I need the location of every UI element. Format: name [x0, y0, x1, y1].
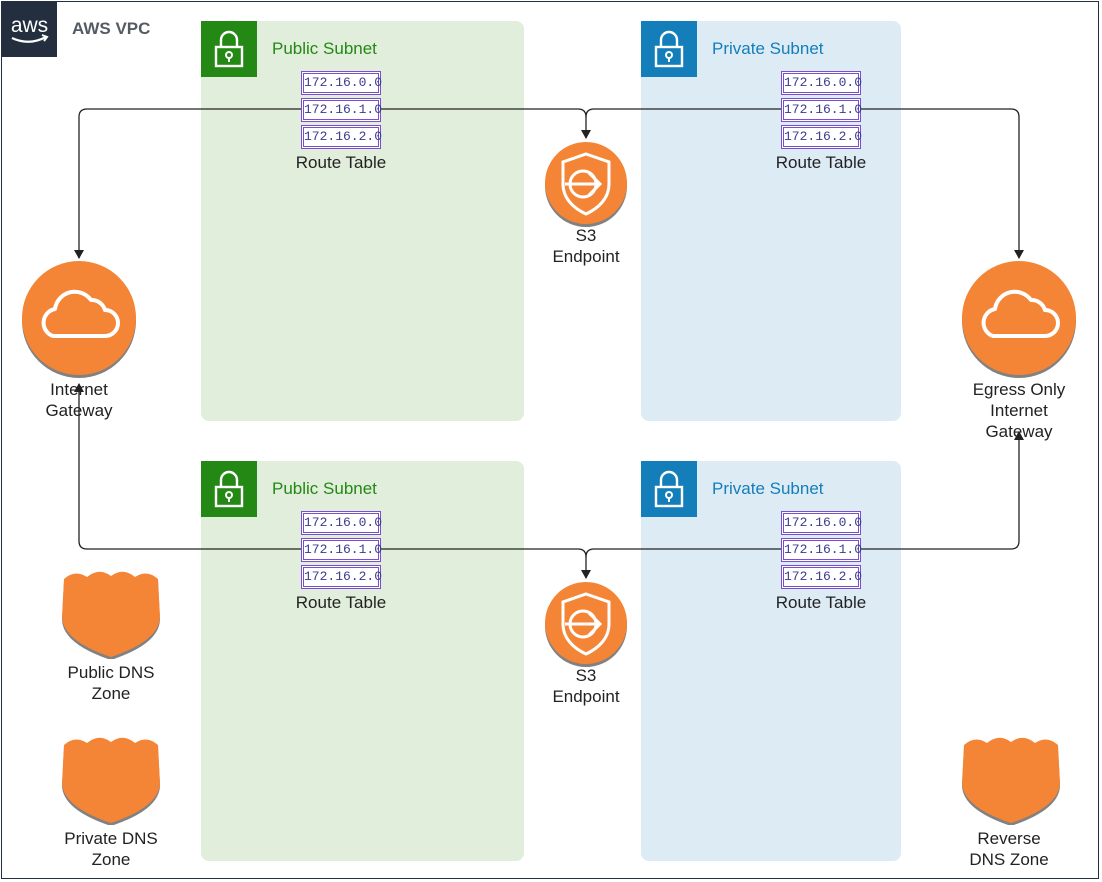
private-subnet-bottom: Private Subnet: [641, 461, 901, 861]
private-dns-zone-icon: [59, 733, 163, 830]
public-dns-zone-icon: [59, 567, 163, 664]
lock-icon: [201, 461, 257, 517]
route-table: 172.16.0.0 172.16.1.0 172.16.2.0 Route T…: [776, 71, 866, 172]
svg-text:aws: aws: [11, 14, 48, 37]
route-table-label: Route Table: [295, 153, 387, 172]
internet-gateway-icon: [21, 260, 137, 383]
egress-gateway-icon: [961, 260, 1077, 383]
lock-icon: [201, 21, 257, 77]
route-entry: 172.16.1.0: [781, 538, 862, 562]
route-table: 172.16.0.0 172.16.1.0 172.16.2.0 Route T…: [296, 71, 386, 172]
subnet-title: Public Subnet: [272, 479, 377, 498]
route-entry: 172.16.1.0: [301, 538, 382, 562]
route-table-label: Route Table: [775, 593, 867, 612]
reverse-dns-zone-icon: [959, 733, 1063, 830]
route-entry: 172.16.0.0: [781, 71, 862, 95]
route-entry: 172.16.0.0: [301, 511, 382, 535]
route-entry: 172.16.0.0: [301, 71, 382, 95]
route-entry: 172.16.2.0: [301, 125, 382, 149]
route-table: 172.16.0.0 172.16.1.0 172.16.2.0 Route T…: [776, 511, 866, 612]
route-table-label: Route Table: [775, 153, 867, 172]
subnet-title: Private Subnet: [712, 479, 824, 498]
lock-icon: [641, 21, 697, 77]
subnet-title: Private Subnet: [712, 39, 824, 58]
route-entry: 172.16.2.0: [781, 125, 862, 149]
route-entry: 172.16.2.0: [781, 565, 862, 589]
route-entry: 172.16.2.0: [301, 565, 382, 589]
route-entry: 172.16.0.0: [781, 511, 862, 535]
route-table: 172.16.0.0 172.16.1.0 172.16.2.0 Route T…: [296, 511, 386, 612]
route-table-label: Route Table: [295, 593, 387, 612]
lock-icon: [641, 461, 697, 517]
route-entry: 172.16.1.0: [301, 98, 382, 122]
s3-endpoint-icon: [543, 140, 629, 233]
s3-endpoint-icon: [543, 580, 629, 673]
subnet-title: Public Subnet: [272, 39, 377, 58]
vpc-title: AWS VPC: [72, 19, 151, 38]
aws-logo: aws: [2, 2, 57, 57]
route-entry: 172.16.1.0: [781, 98, 862, 122]
